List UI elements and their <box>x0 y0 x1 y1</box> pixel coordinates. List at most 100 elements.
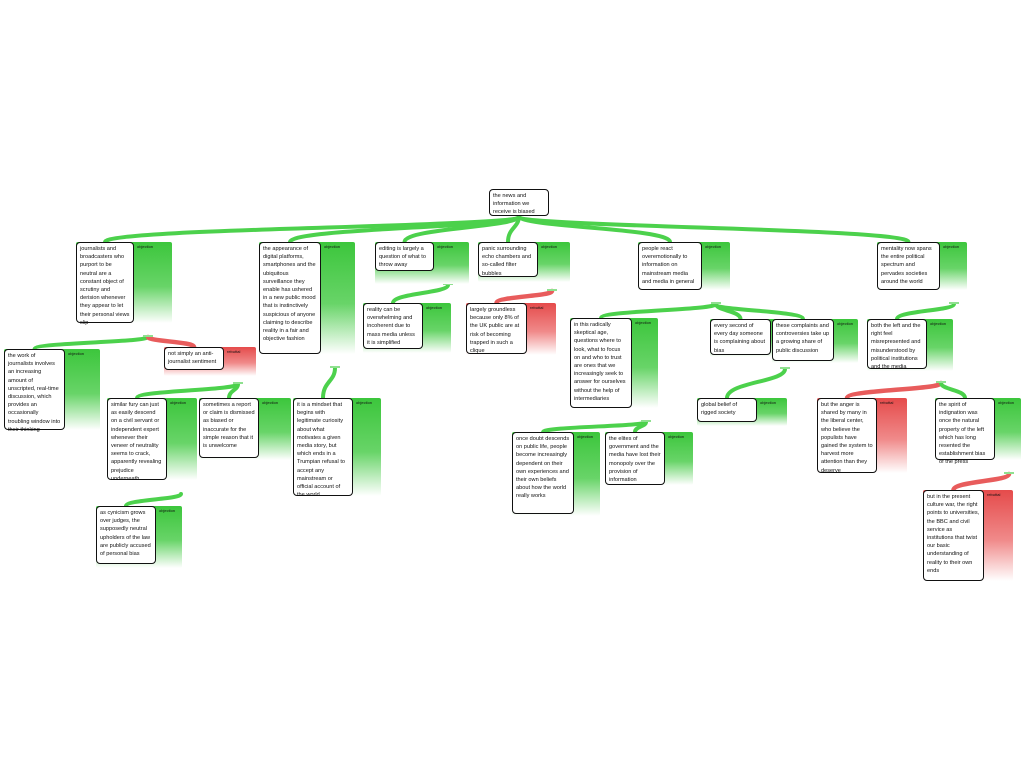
root-claim[interactable]: the news and information we receive is b… <box>489 189 549 216</box>
rebuttal-node-anti-journalist[interactable]: rebuttal not simply an anti-journalist s… <box>164 347 256 376</box>
node-text: as cynicism grows over judges, the suppo… <box>96 506 156 564</box>
objection-node-spirit-of-indignation[interactable]: objection the spirit of indignation was … <box>935 398 1021 465</box>
node-text: global belief of rigged society <box>697 398 757 422</box>
node-text: it is a mindset that begins with legitim… <box>293 398 353 498</box>
node-text: mentality now spans the entire political… <box>877 242 940 290</box>
rebuttal-tag: rebuttal <box>227 349 241 354</box>
connector-bar <box>1004 472 1014 474</box>
objection-link <box>321 366 337 400</box>
objection-node-global-belief[interactable]: objection global belief of rigged societ… <box>697 398 787 426</box>
node-text: every second of every day someone is com… <box>710 319 771 355</box>
objection-tag: objection <box>159 508 176 513</box>
connector-bar <box>936 381 946 383</box>
objection-tag: objection <box>668 434 685 439</box>
objection-tag: objection <box>437 244 454 249</box>
objection-link <box>714 302 805 321</box>
objection-node-work-of-journalists[interactable]: objection the work of journalists involv… <box>4 349 100 433</box>
objection-node-mentality[interactable]: objection mentality now spans the entire… <box>877 242 967 290</box>
objection-link <box>135 382 240 400</box>
objection-link <box>541 420 648 434</box>
objection-tag: objection <box>426 305 443 310</box>
connector-bar <box>711 302 721 304</box>
rebuttal-tag: rebuttal <box>880 400 894 405</box>
rebuttal-tag: rebuttal <box>530 305 544 310</box>
node-text: the elites of government and the media h… <box>605 432 665 485</box>
objection-tag: objection <box>837 321 854 326</box>
objection-link <box>391 283 450 305</box>
objection-link <box>517 214 911 244</box>
objection-link <box>227 382 240 400</box>
connector-bar <box>143 335 153 337</box>
objection-node-cynicism-judges[interactable]: objection as cynicism grows over judges,… <box>96 506 182 568</box>
node-text: similar fury can just as easily descend … <box>107 398 167 482</box>
objection-node-sometimes-report[interactable]: objection sometimes a report or claim is… <box>199 398 291 460</box>
objection-link <box>124 492 183 508</box>
objection-link <box>895 302 956 321</box>
objection-tag: objection <box>137 244 154 249</box>
rebuttal-link <box>494 288 555 306</box>
objection-link <box>939 381 967 400</box>
objection-tag: objection <box>930 321 947 326</box>
objection-tag: objection <box>998 400 1015 405</box>
objection-link <box>725 367 787 400</box>
objection-tag: objection <box>324 244 341 249</box>
node-text: largely groundless because only 8% of th… <box>466 303 527 354</box>
node-text: the news and information we receive is b… <box>489 189 549 216</box>
node-text: in this radically skeptical age, questio… <box>570 318 632 408</box>
node-text: not simply an anti-journalist sentiment <box>164 347 224 370</box>
objection-tag: objection <box>68 351 85 356</box>
rebuttal-link <box>951 471 1012 493</box>
objection-tag: objection <box>577 434 594 439</box>
node-text: these complaints and controversies take … <box>772 319 834 361</box>
node-text: people react overemotionally to informat… <box>638 242 702 290</box>
objection-node-similar-fury[interactable]: objection similar fury can just as easil… <box>107 398 197 482</box>
objection-tag: objection <box>170 400 187 405</box>
objection-node-complaints[interactable]: objection these complaints and controver… <box>772 319 858 363</box>
rebuttal-node-culture-war[interactable]: rebuttal but in the present culture war,… <box>923 490 1013 581</box>
objection-node-editing[interactable]: objection editing is largely a question … <box>375 242 469 284</box>
node-text: but in the present culture war, the righ… <box>923 490 984 581</box>
objection-tag: objection <box>541 244 558 249</box>
node-text: reality can be overwhelming and incohere… <box>363 303 423 349</box>
objection-node-overemotional[interactable]: objection people react overemotionally t… <box>638 242 730 290</box>
rebuttal-link <box>145 334 197 350</box>
connector-bar <box>641 420 651 422</box>
node-text: journalists and broadcasters who purport… <box>76 242 134 326</box>
connector-bar <box>233 382 243 384</box>
objection-node-digital-platforms[interactable]: objection the appearance of digital plat… <box>259 242 355 354</box>
rebuttal-node-anger-shared[interactable]: rebuttal but the anger is shared by many… <box>817 398 907 474</box>
node-text: the appearance of digital platforms, sma… <box>259 242 321 354</box>
connector-bar <box>780 367 790 369</box>
objection-node-echo-chambers[interactable]: objection panic surrounding echo chamber… <box>478 242 570 282</box>
node-text: panic surrounding echo chambers and so-c… <box>478 242 538 277</box>
objection-tag: objection <box>705 244 722 249</box>
connector-bar <box>547 289 557 291</box>
node-text: both the left and the right feel misrepr… <box>867 319 927 370</box>
objection-tag: objection <box>262 400 279 405</box>
node-text: the spirit of indignation was once the n… <box>935 398 995 465</box>
node-text: the work of journalists involves an incr… <box>4 349 65 433</box>
objection-link <box>402 214 521 244</box>
objection-node-left-and-right[interactable]: objection both the left and the right fe… <box>867 319 953 371</box>
objection-node-reality-overwhelming[interactable]: objection reality can be overwhelming an… <box>363 303 451 353</box>
objection-node-skeptical-age[interactable]: objection in this radically skeptical ag… <box>570 318 658 408</box>
objection-link <box>32 335 150 351</box>
node-text: editing is largely a question of what to… <box>375 242 434 271</box>
connector-bar <box>949 302 959 304</box>
node-text: sometimes a report or claim is dismissed… <box>199 398 259 458</box>
objection-tag: objection <box>356 400 373 405</box>
connector-bar <box>330 366 340 368</box>
objection-node-journalists[interactable]: objection journalists and broadcasters w… <box>76 242 172 326</box>
objection-tag: objection <box>635 320 652 325</box>
rebuttal-tag: rebuttal <box>987 492 1001 497</box>
objection-tag: objection <box>760 400 777 405</box>
node-text: once doubt descends on public life, peop… <box>512 432 574 514</box>
rebuttal-link <box>844 380 944 401</box>
objection-node-elites[interactable]: objection the elites of government and t… <box>605 432 693 485</box>
rebuttal-node-groundless[interactable]: rebuttal largely groundless because only… <box>466 303 556 355</box>
objection-tag: objection <box>943 244 960 249</box>
objection-node-once-doubt[interactable]: objection once doubt descends on public … <box>512 432 600 516</box>
objection-node-mindset[interactable]: objection it is a mindset that begins wi… <box>293 398 381 498</box>
objection-link <box>599 302 718 320</box>
